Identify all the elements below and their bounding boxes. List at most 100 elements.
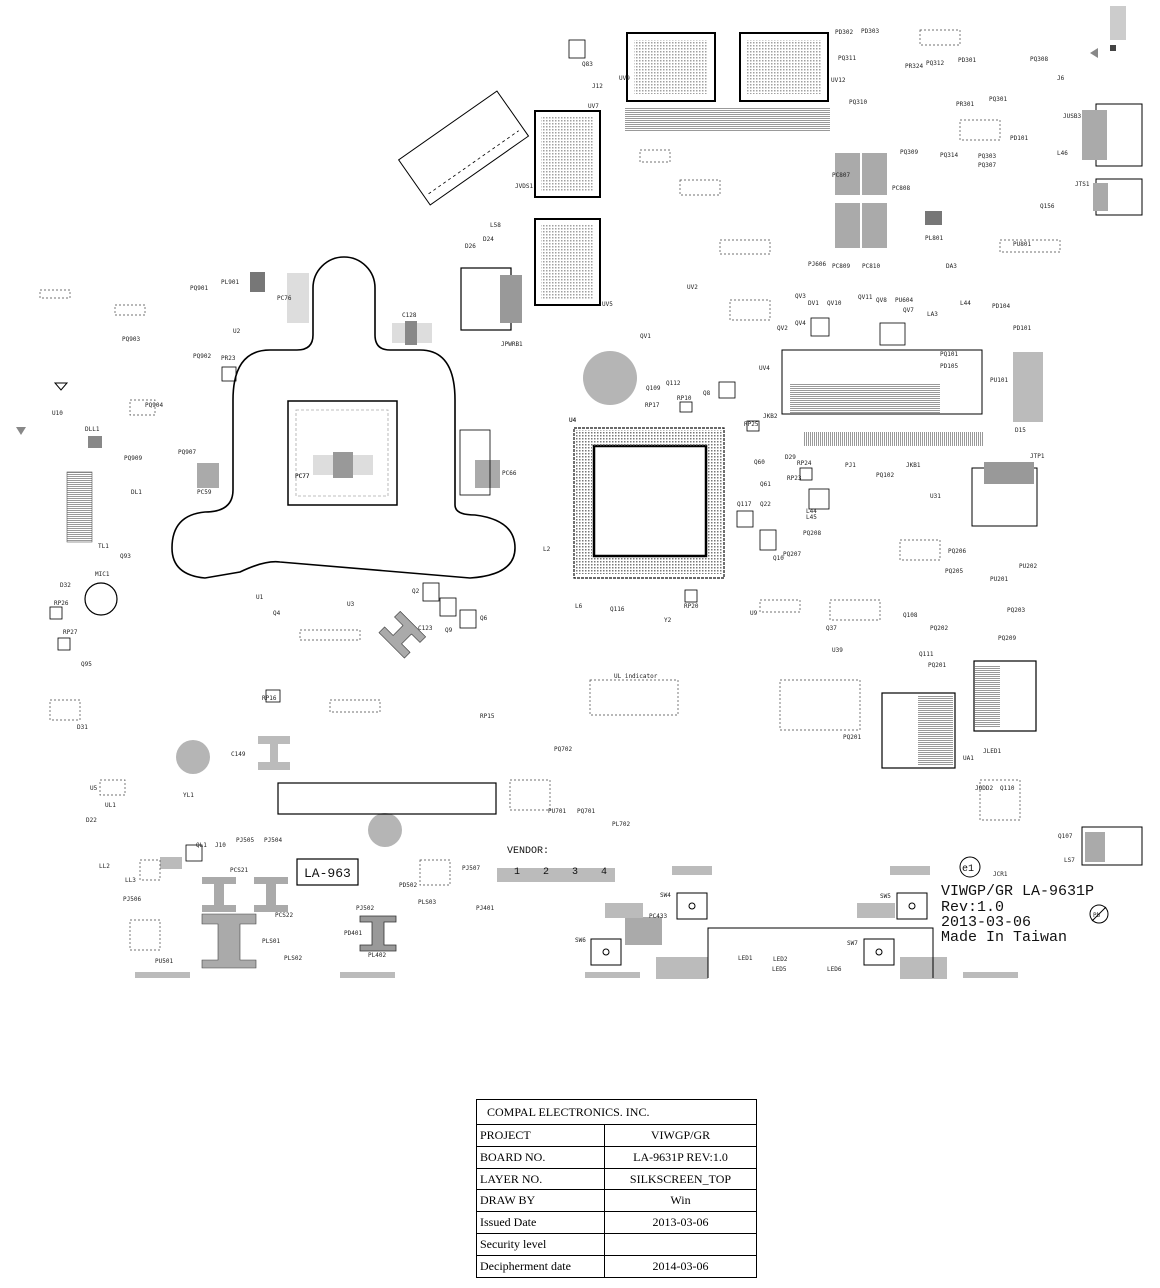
refdes-label: C123 bbox=[418, 625, 433, 632]
vendor-slot-1: 1 bbox=[514, 867, 520, 878]
refdes-label: PD401 bbox=[344, 930, 362, 937]
refdes-label: Q8 bbox=[703, 390, 711, 397]
refdes-label: C128 bbox=[402, 312, 417, 319]
refdes-label: L44 bbox=[960, 300, 971, 307]
refdes-label: PQ308 bbox=[1030, 56, 1048, 63]
refdes-label: PC77 bbox=[295, 473, 310, 480]
refdes-label: PLS03 bbox=[418, 899, 436, 906]
title-block-key: DRAW BY bbox=[477, 1190, 605, 1212]
title-block-key: LAYER NO. bbox=[477, 1168, 605, 1190]
refdes-label: QV2 bbox=[777, 325, 788, 332]
refdes-label: QV10 bbox=[827, 300, 842, 307]
pb-free-logo: Pb bbox=[1093, 912, 1101, 919]
refdes-label: JLED1 bbox=[983, 748, 1001, 755]
refdes-label: PL402 bbox=[368, 952, 386, 959]
refdes-label: PQ201 bbox=[843, 734, 861, 741]
refdes-label: PQ701 bbox=[577, 808, 595, 815]
refdes-label: PL801 bbox=[925, 235, 943, 242]
refdes-label: PD101 bbox=[1013, 325, 1031, 332]
refdes-label: UL1 bbox=[105, 802, 116, 809]
refdes-label: RP27 bbox=[63, 629, 78, 636]
refdes-label: PU101 bbox=[990, 377, 1008, 384]
refdes-label: PD101 bbox=[1010, 135, 1028, 142]
lvds-connector-jvds1 bbox=[397, 90, 530, 206]
refdes-label: U9 bbox=[750, 610, 758, 617]
vendor-slot-3: 3 bbox=[572, 867, 578, 878]
refdes-label: SW5 bbox=[880, 893, 891, 900]
connector-jcr1 bbox=[1081, 826, 1143, 866]
refdes-label: SW6 bbox=[575, 937, 586, 944]
refdes-label: RP24 bbox=[797, 460, 812, 467]
refdes-label: LED5 bbox=[772, 966, 787, 973]
refdes-label: L2 bbox=[543, 546, 551, 553]
refdes-label: JTS1 bbox=[1075, 181, 1090, 188]
refdes-label: U3 bbox=[347, 601, 355, 608]
refdes-label: PD105 bbox=[940, 363, 958, 370]
refdes-label: PU801 bbox=[1013, 241, 1031, 248]
refdes-label: PD302 bbox=[835, 29, 853, 36]
refdes-label: U5 bbox=[90, 785, 98, 792]
refdes-label: JCR1 bbox=[993, 871, 1008, 878]
refdes-label: PU201 bbox=[990, 576, 1008, 583]
refdes-label: RP10 bbox=[677, 395, 692, 402]
refdes-label: PD303 bbox=[861, 28, 879, 35]
refdes-label: YL1 bbox=[183, 792, 194, 799]
refdes-label: J12 bbox=[592, 83, 603, 90]
refdes-group-left: PL901PQ901PC76PQ903U2PR23PQ902U10PQ904DL… bbox=[52, 279, 891, 973]
svg-text:PC77: PC77 bbox=[295, 473, 310, 480]
refdes-label: Y2 bbox=[664, 617, 672, 624]
refdes-label: PQ301 bbox=[989, 96, 1007, 103]
refdes-label: PJ507 bbox=[462, 865, 480, 872]
pch-chip-u4 bbox=[573, 427, 725, 579]
title-block-value bbox=[605, 1234, 756, 1255]
refdes-label: PR301 bbox=[956, 101, 974, 108]
refdes-label: PQ312 bbox=[926, 60, 944, 67]
refdes-label: PLS02 bbox=[284, 955, 302, 962]
refdes-label: PQ901 bbox=[190, 285, 208, 292]
refdes-label: PCS22 bbox=[275, 912, 293, 919]
refdes-label: Q109 bbox=[646, 385, 661, 392]
title-block-key: Security level bbox=[477, 1233, 605, 1255]
refdes-label: PJ401 bbox=[476, 905, 494, 912]
refdes-label: PJ505 bbox=[236, 837, 254, 844]
title-block-row: Security level bbox=[477, 1233, 756, 1256]
mounting-hole bbox=[583, 351, 637, 405]
refdes-label: Q61 bbox=[760, 481, 771, 488]
refdes-label: QV11 bbox=[858, 294, 873, 301]
refdes-label: L45 bbox=[806, 514, 817, 521]
refdes-label: PC808 bbox=[892, 185, 910, 192]
e1-logo: e1 bbox=[962, 864, 974, 875]
switch-sw7 bbox=[863, 938, 895, 966]
refdes-label: L58 bbox=[490, 222, 501, 229]
switch-sw4 bbox=[676, 892, 708, 920]
refdes-label: C149 bbox=[231, 751, 246, 758]
refdes-label: PU604 bbox=[895, 297, 913, 304]
refdes-label: RP26 bbox=[54, 600, 69, 607]
title-block-row: BOARD NO.LA-9631P REV:1.0 bbox=[477, 1146, 756, 1169]
refdes-label: QV1 bbox=[640, 333, 651, 340]
refdes-label: PQ307 bbox=[978, 162, 996, 169]
refdes-label: JVDS1 bbox=[515, 183, 533, 190]
refdes-label: Q107 bbox=[1058, 833, 1073, 840]
refdes-label: RP15 bbox=[480, 713, 495, 720]
refdes-label: QV4 bbox=[795, 320, 806, 327]
refdes-label: JKB2 bbox=[763, 413, 778, 420]
refdes-label: U1 bbox=[256, 594, 264, 601]
title-block-value: Win bbox=[670, 1193, 691, 1208]
refdes-label: DL1 bbox=[131, 489, 142, 496]
title-block-value: SILKSCREEN_TOP bbox=[629, 1171, 732, 1186]
refdes-label: PQ205 bbox=[945, 568, 963, 575]
memory-chip-uv9 bbox=[626, 32, 716, 102]
refdes-label: U31 bbox=[930, 493, 941, 500]
refdes-label: PJ504 bbox=[264, 837, 282, 844]
refdes-label: Q116 bbox=[610, 606, 625, 613]
refdes-label: PQ909 bbox=[124, 455, 142, 462]
refdes-label: QV8 bbox=[876, 297, 887, 304]
heatsink-outline bbox=[171, 256, 516, 579]
refdes-label: RP25 bbox=[744, 421, 759, 428]
refdes-label: PU202 bbox=[1019, 563, 1037, 570]
refdes-label: DA3 bbox=[946, 263, 957, 270]
